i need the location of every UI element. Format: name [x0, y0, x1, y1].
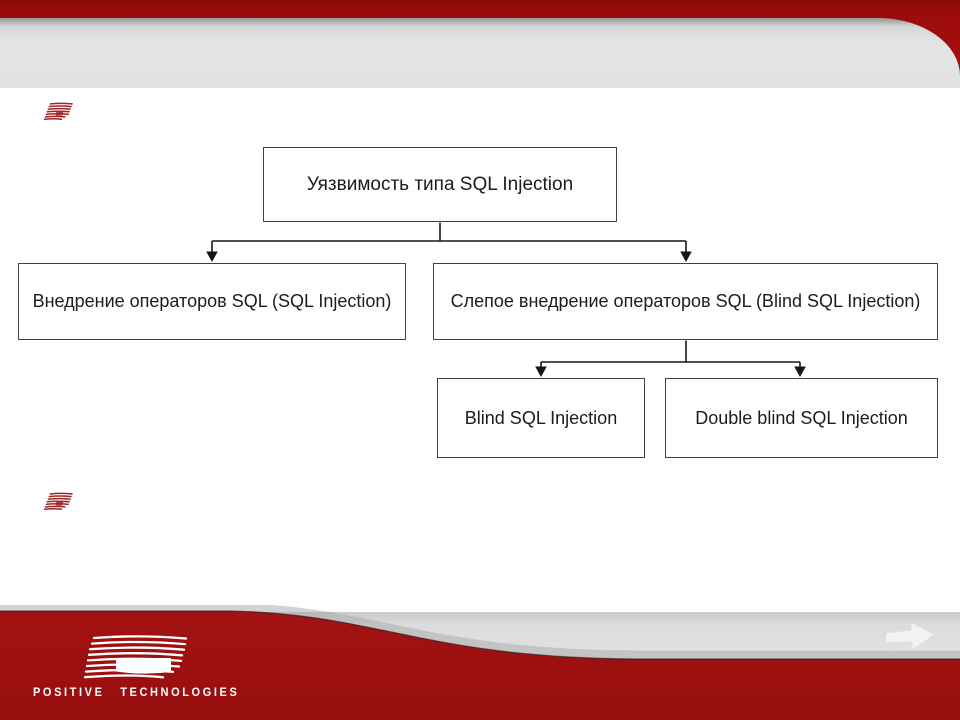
positive-technologies-logo-icon: [83, 635, 188, 679]
diagram-node-blind: Blind SQL Injection: [437, 378, 645, 458]
next-slide-button[interactable]: [882, 619, 940, 655]
diagram-node-double-blind: Double blind SQL Injection: [665, 378, 938, 458]
pt-stripes-bullet-icon: [43, 492, 73, 511]
arrow-right-icon: [885, 622, 934, 649]
footer-brand-text: POSITIVE TECHNOLOGIES: [33, 686, 240, 700]
diagram-node-sql-injection: Внедрение операторов SQL (SQL Injection): [18, 263, 406, 340]
footer-red-wave: [0, 611, 960, 720]
header-gray-band: [0, 18, 960, 88]
diagram-node-root: Уязвимость типа SQL Injection: [263, 147, 617, 222]
pt-stripes-bullet-icon: [43, 102, 73, 121]
diagram-node-blind-branch: Слепое внедрение операторов SQL (Blind S…: [433, 263, 938, 340]
footer-wave-art: [0, 605, 960, 720]
